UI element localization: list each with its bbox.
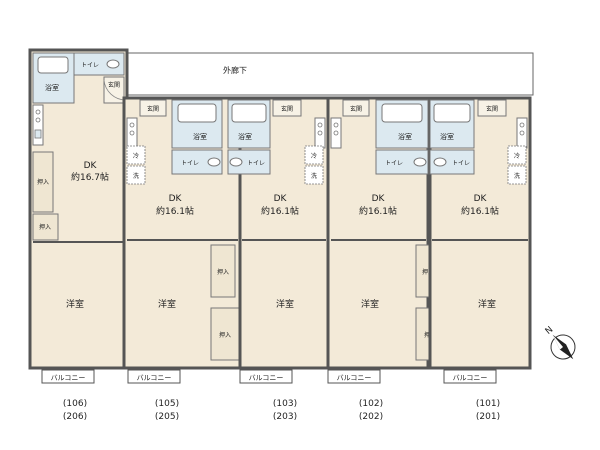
unit-102: 玄関 浴室 トイレ DK 約16.1帖 洋室 バルコニー [326,96,430,384]
unit-number: (102) (202) [341,398,401,424]
unit-number-2f: (201) [475,412,501,422]
unit-number-1f: (106) [62,399,88,409]
unit-number-1f: (103) [272,399,298,409]
unit-number-2f: (203) [272,412,298,422]
dk-label: DK [474,194,488,204]
closet-label: 押入 [39,223,51,231]
washer-label: 洗 [133,172,139,180]
western-room-label: 洋室 [478,298,496,310]
toilet-label: トイレ [452,160,470,167]
closet-label: 押入 [219,331,231,339]
unit-number-2f: (206) [62,412,88,422]
compass: N [544,325,576,360]
unit-103: 浴室 トイレ 玄関 冷 洗 DK 約16.1帖 洋室 バルコニー [227,96,330,384]
dk-area: 約16.1帖 [461,205,499,217]
balcony-label: バルコニー [337,374,372,382]
bath-label: 浴室 [440,132,454,141]
dk-area: 約16.7帖 [71,171,109,183]
fridge-label: 冷 [514,152,520,160]
dk-label: DK [372,194,386,204]
dk-area: 約16.1帖 [359,205,397,217]
closets-105-103: 押入 押入 [210,244,240,361]
western-room-label: 洋室 [361,298,379,310]
unit-number: (103) (203) [255,398,315,424]
toilet-label: トイレ [247,160,265,167]
washer-label: 洗 [311,172,317,180]
unit-number-2f: (205) [154,412,180,422]
unit-106: 浴室 トイレ 玄関 DK 約16.7帖 押入 押入 洋室 バルコニー [28,48,129,384]
unit-number: (106) (206) [45,398,105,424]
bath-label: 浴室 [238,132,252,141]
dk-area: 約16.1帖 [261,205,299,217]
balcony-label: バルコニー [137,374,172,382]
entrance-label: 玄関 [108,81,120,89]
toilet-label: トイレ [385,160,403,167]
dk-label: DK [274,194,288,204]
washer-label: 洗 [514,172,520,180]
bath-label: 浴室 [45,83,59,92]
fridge-label: 冷 [311,152,317,160]
dk-area: 約16.1帖 [156,205,194,217]
balcony-label: バルコニー [453,374,488,382]
outer-corridor: 外廊下 [126,52,534,96]
unit-number-1f: (105) [154,399,180,409]
entrance-label: 玄関 [350,105,362,113]
unit-number: (101) (201) [458,398,518,424]
toilet-label: トイレ [181,160,199,167]
unit-105: 玄関 浴室 トイレ 冷 洗 DK 約16.1帖 洋室 バルコニー [122,96,242,384]
bath-label: 浴室 [398,132,412,141]
unit-number-1f: (101) [475,399,501,409]
closet-label: 押入 [422,268,434,276]
entrance-label: 玄関 [486,105,498,113]
western-room-label: 洋室 [276,298,294,310]
western-room-label: 洋室 [158,298,176,310]
balcony-label: バルコニー [51,374,86,382]
fridge-label: 冷 [133,152,139,160]
balcony-label: バルコニー [249,374,284,382]
unit-number: (105) (205) [137,398,197,424]
western-room-label: 洋室 [66,298,84,310]
corridor-label: 外廊下 [223,65,247,75]
unit-number-1f: (102) [358,399,384,409]
entrance-label: 玄関 [281,105,293,113]
entrance-label: 玄関 [147,105,159,113]
bath-label: 浴室 [193,132,207,141]
unit-number-2f: (202) [358,412,384,422]
closet-label: 押入 [217,268,229,276]
toilet-label: トイレ [81,62,99,69]
closet-label: 押入 [37,178,49,186]
unit-101: 浴室 トイレ 玄関 冷 洗 DK 約16.1帖 洋室 バルコニー [428,96,532,384]
dk-label: DK [169,194,183,204]
north-label: N [544,325,556,337]
dk-label: DK [84,161,98,171]
